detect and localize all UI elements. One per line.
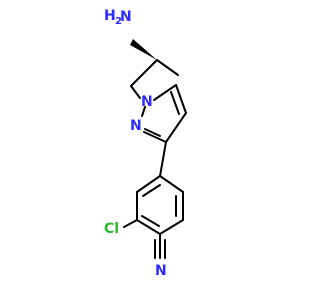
bond-ch-ch2 [130,59,158,87]
bond-c4-c3 [165,112,187,143]
bond-c3-n2 [143,131,167,143]
bond-c5-c4-double [170,91,180,115]
amine-h-label: H [104,8,116,24]
bond-ar3-ar4 [159,219,184,235]
molecule-structure-diagram: H 2 N N N Cl N [104,8,187,279]
stereo-wedge-bond [130,39,157,60]
pyrazole-n2-label: N [130,118,142,134]
bond-n1-c5 [153,84,177,101]
bond-ar4-ar5-double [141,215,160,227]
bond-ar6-ar1-double [142,184,161,197]
bond-ar4-ar5 [136,219,161,235]
nitrile-n-label: N [155,263,167,279]
bond-ar1-ar2 [159,175,184,193]
chloro-label: Cl [104,221,119,237]
bond-ch2-n1 [130,85,141,99]
bond-c3-n2-double [144,128,161,137]
bond-ar5-cl [123,219,138,228]
bond-ch-ch3 [156,59,179,76]
bond-lines [123,59,187,259]
bond-ar6-ar1 [136,175,161,193]
amine-n-label: N [120,9,132,25]
bond-c3-ar1 [159,141,167,177]
bond-n2-n1 [141,106,146,117]
bond-c5-c4 [175,84,187,114]
pyrazole-n1-label: N [141,94,153,110]
amine-subscript-label: 2 [115,16,122,27]
